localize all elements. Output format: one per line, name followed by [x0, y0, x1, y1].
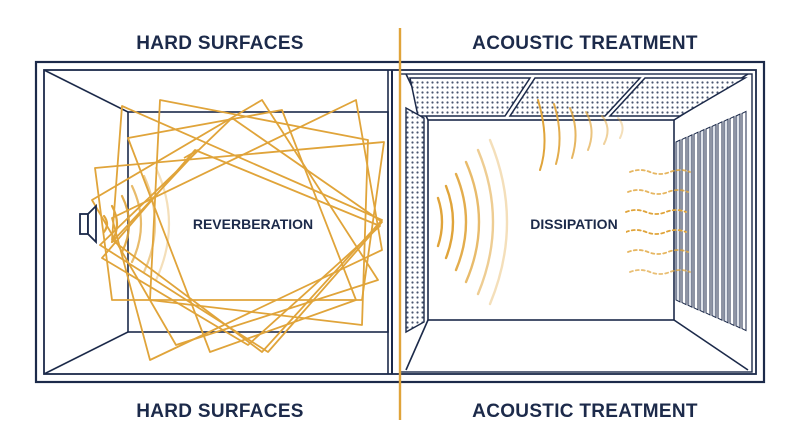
diffuser-slat: [711, 123, 717, 319]
heading-hard-surfaces-top: HARD SURFACES: [136, 33, 304, 54]
ceiling-dissipating-waves: [537, 99, 624, 171]
diffuser-slat: [687, 133, 693, 309]
heading-acoustic-treatment-top: ACOUSTIC TREATMENT: [472, 33, 698, 54]
dissipation-label: DISSIPATION: [530, 216, 617, 232]
left-wall-acoustic-panel: [405, 106, 425, 334]
diffuser-slat: [675, 139, 681, 303]
speaker-sound-waves: [102, 166, 170, 282]
diffuser-slat: [705, 126, 711, 316]
diffuser-slat: [699, 128, 705, 314]
speaker-icon: [79, 203, 97, 245]
heading-acoustic-treatment-bottom: ACOUSTIC TREATMENT: [472, 401, 698, 422]
right-wall-diffuser-panel: [675, 110, 747, 332]
dissipation-sound-waves: [436, 138, 509, 306]
wall-dissipating-waves: [625, 169, 691, 275]
reverberation-reflections: [91, 99, 385, 361]
ceiling-acoustic-panels: [409, 77, 748, 117]
diffuser-slat: [693, 131, 699, 311]
diffuser-slat: [681, 136, 687, 306]
diffuser-slat: [741, 110, 747, 332]
diffuser-slat: [723, 118, 729, 324]
reverberation-label: REVERBERATION: [193, 216, 313, 232]
diffuser-slat: [729, 115, 735, 327]
diffuser-slat: [735, 113, 741, 329]
left-room: [43, 69, 389, 375]
heading-hard-surfaces-bottom: HARD SURFACES: [136, 401, 304, 422]
diffuser-slat: [717, 120, 723, 322]
